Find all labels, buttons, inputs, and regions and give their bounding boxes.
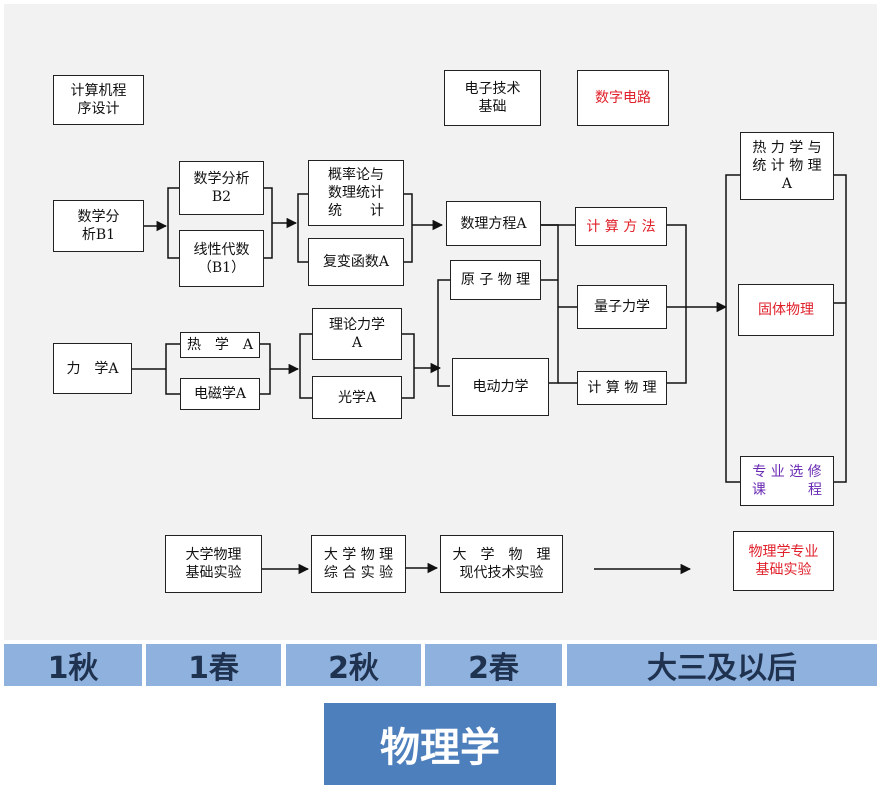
lab-modern: 大 学 物 理 现代技术实验 <box>440 535 563 593</box>
bracket-right-6 <box>667 224 687 384</box>
bracket-left-4 <box>299 333 312 399</box>
course-linear-algebra: 线性代数 （B1） <box>179 230 264 287</box>
course-mechanics: 力 学A <box>53 343 132 394</box>
bracket-left-2 <box>297 193 308 263</box>
course-computational-methods: 计 算 方 法 <box>575 207 667 246</box>
bracket-left-5 <box>437 279 450 387</box>
semester-2-spring: 2春 <box>425 644 562 686</box>
course-probability: 概率论与 数理统计 统 计 <box>308 160 404 226</box>
course-electromagnetism: 电磁学A <box>180 378 260 410</box>
course-thermo-stat: 热 力 学 与 统 计 物 理 A <box>740 132 834 200</box>
course-atomic-physics: 原 子 物 理 <box>450 260 541 300</box>
course-optics: 光学A <box>312 376 402 419</box>
course-quantum-mechanics: 量子力学 <box>577 285 667 329</box>
diagram-canvas <box>4 4 877 640</box>
bracket-right-4 <box>402 333 415 399</box>
course-solid-state: 固体物理 <box>738 284 834 336</box>
course-heat: 热 学 A <box>180 332 260 358</box>
course-theoretical-mechanics: 理论力学 A <box>312 308 402 360</box>
course-complex: 复变函数A <box>308 238 404 286</box>
course-computational-physics: 计 算 物 理 <box>577 371 667 405</box>
course-electronics: 电子技术 基础 <box>444 70 541 126</box>
course-math-b1: 数学分 析B1 <box>53 200 144 252</box>
bracket-right-1 <box>264 187 273 259</box>
bracket-right-2 <box>404 193 413 263</box>
semester-1-spring: 1春 <box>146 644 281 686</box>
lab-basic: 大学物理 基础实验 <box>165 535 262 593</box>
semester-1-autumn: 1秋 <box>4 644 142 686</box>
lab-comprehensive: 大 学 物 理 综 合 实 验 <box>311 535 406 593</box>
connector-lines <box>132 174 847 575</box>
course-electrodynamics: 电动力学 <box>452 358 549 416</box>
bracket-right-3 <box>260 343 271 395</box>
semester-senior: 大三及以后 <box>567 644 877 686</box>
bracket-left-3 <box>165 343 180 395</box>
bracket-hub <box>541 224 559 384</box>
course-electives: 专 业 选 修 课 程 <box>740 456 834 506</box>
course-math-b2: 数学分析 B2 <box>179 161 264 215</box>
semester-2-autumn: 2秋 <box>286 644 421 686</box>
course-programming: 计算机程 序设计 <box>53 75 144 125</box>
major-title: 物理学 <box>324 703 556 785</box>
lab-major: 物理学专业 基础实验 <box>733 531 834 591</box>
course-math-physics: 数理方程A <box>446 201 541 246</box>
bracket-right-7 <box>834 174 847 483</box>
bracket-left-1 <box>167 187 179 259</box>
course-digital-circuit: 数字电路 <box>577 70 669 126</box>
semester-timeline: 1秋 1春 2秋 2春 大三及以后 <box>0 644 881 686</box>
bracket-left-7 <box>725 174 740 483</box>
